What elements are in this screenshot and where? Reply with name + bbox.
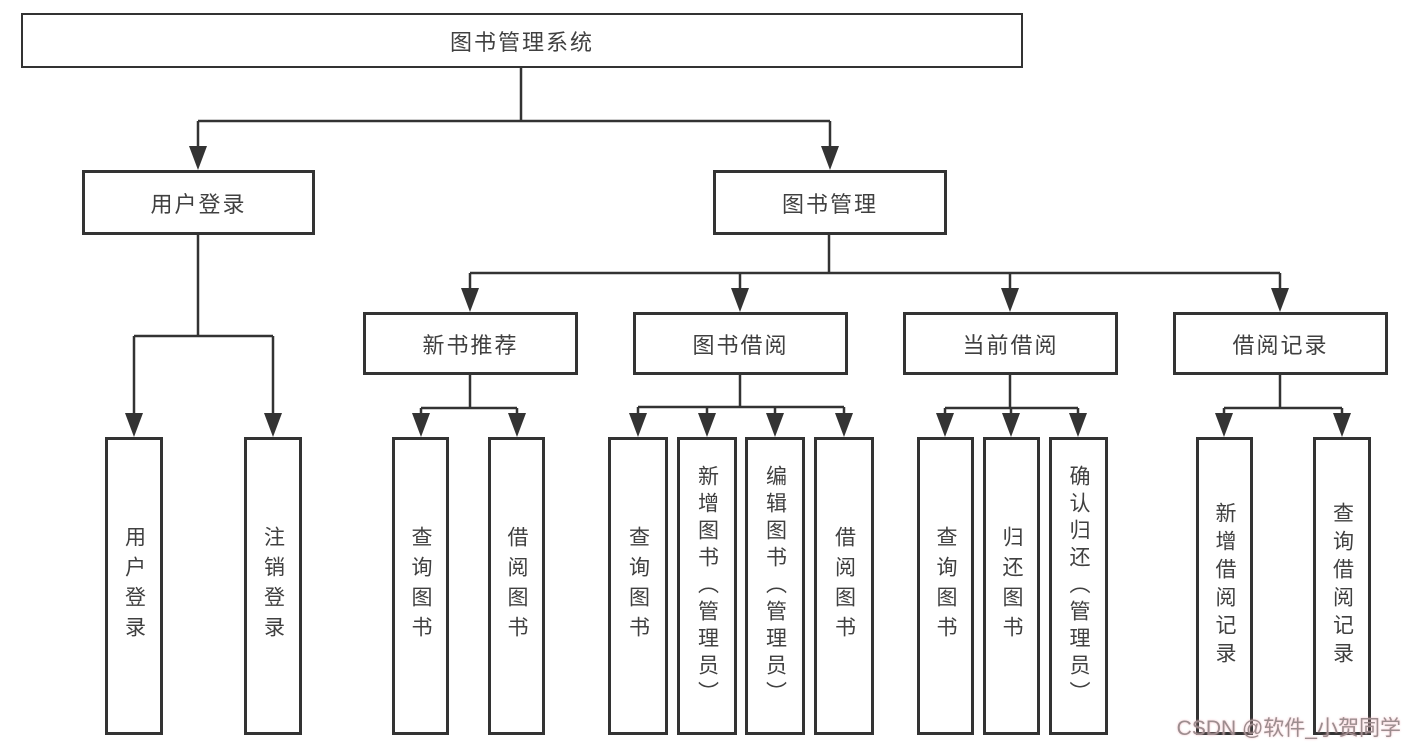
node-current-borrow-label: 当前借阅 — [962, 332, 1059, 358]
node-book-borrow: 图书借阅 — [633, 312, 848, 375]
leaf-user-login: 用户登录 — [105, 437, 163, 735]
leaf-query-books-2: 查询图书 — [608, 437, 668, 735]
leaf-add-borrow-record: 新增借阅记录 — [1196, 437, 1253, 735]
leaf-borrow-books-2: 借阅图书 — [814, 437, 874, 735]
leaf-add-books-admin: 新增图书（管理员） — [677, 437, 737, 735]
node-book-management: 图书管理 — [713, 170, 947, 235]
leaf-query-books-3: 查询图书 — [917, 437, 974, 735]
leaf-query-books-2-label: 查询图书 — [626, 526, 650, 646]
leaf-return-books-label: 归还图书 — [1000, 526, 1023, 646]
node-book-management-label: 图书管理 — [781, 191, 878, 217]
arrowheads — [125, 146, 1351, 437]
leaf-add-books-admin-label: 新增图书（管理员） — [695, 464, 719, 708]
node-root-label: 图书管理系统 — [449, 29, 594, 55]
leaf-borrow-books-1: 借阅图书 — [488, 437, 545, 735]
leaf-borrow-books-2-label: 借阅图书 — [832, 526, 856, 646]
node-root-system: 图书管理系统 — [21, 13, 1023, 68]
leaf-confirm-return-admin: 确认归还（管理员） — [1049, 437, 1108, 735]
leaf-logout: 注销登录 — [244, 437, 302, 735]
leaf-edit-books-admin: 编辑图书（管理员） — [745, 437, 805, 735]
node-new-book-recommend-label: 新书推荐 — [422, 332, 519, 358]
node-borrow-record-label: 借阅记录 — [1232, 332, 1329, 358]
leaf-confirm-return-admin-label: 确认归还（管理员） — [1067, 464, 1090, 708]
leaf-query-borrow-record-label: 查询借阅记录 — [1330, 502, 1354, 670]
leaf-user-login-label: 用户登录 — [122, 526, 146, 646]
connector-paths — [132, 68, 1344, 416]
leaf-query-books-1: 查询图书 — [392, 437, 449, 735]
leaf-query-books-1-label: 查询图书 — [409, 526, 432, 646]
csdn-watermark: CSDN @软件_小贺同学 — [1176, 717, 1401, 740]
leaf-logout-label: 注销登录 — [261, 526, 285, 646]
leaf-query-books-3-label: 查询图书 — [934, 526, 957, 646]
leaf-borrow-books-1-label: 借阅图书 — [505, 526, 528, 646]
leaf-add-borrow-record-label: 新增借阅记录 — [1213, 502, 1236, 670]
leaf-query-borrow-record: 查询借阅记录 — [1313, 437, 1371, 735]
leaf-return-books: 归还图书 — [983, 437, 1040, 735]
node-borrow-record: 借阅记录 — [1173, 312, 1388, 375]
node-user-login: 用户登录 — [82, 170, 315, 235]
node-new-book-recommend: 新书推荐 — [363, 312, 578, 375]
node-current-borrow: 当前借阅 — [903, 312, 1118, 375]
node-book-borrow-label: 图书借阅 — [692, 332, 789, 358]
leaf-edit-books-admin-label: 编辑图书（管理员） — [763, 464, 787, 708]
node-user-login-label: 用户登录 — [150, 191, 247, 217]
